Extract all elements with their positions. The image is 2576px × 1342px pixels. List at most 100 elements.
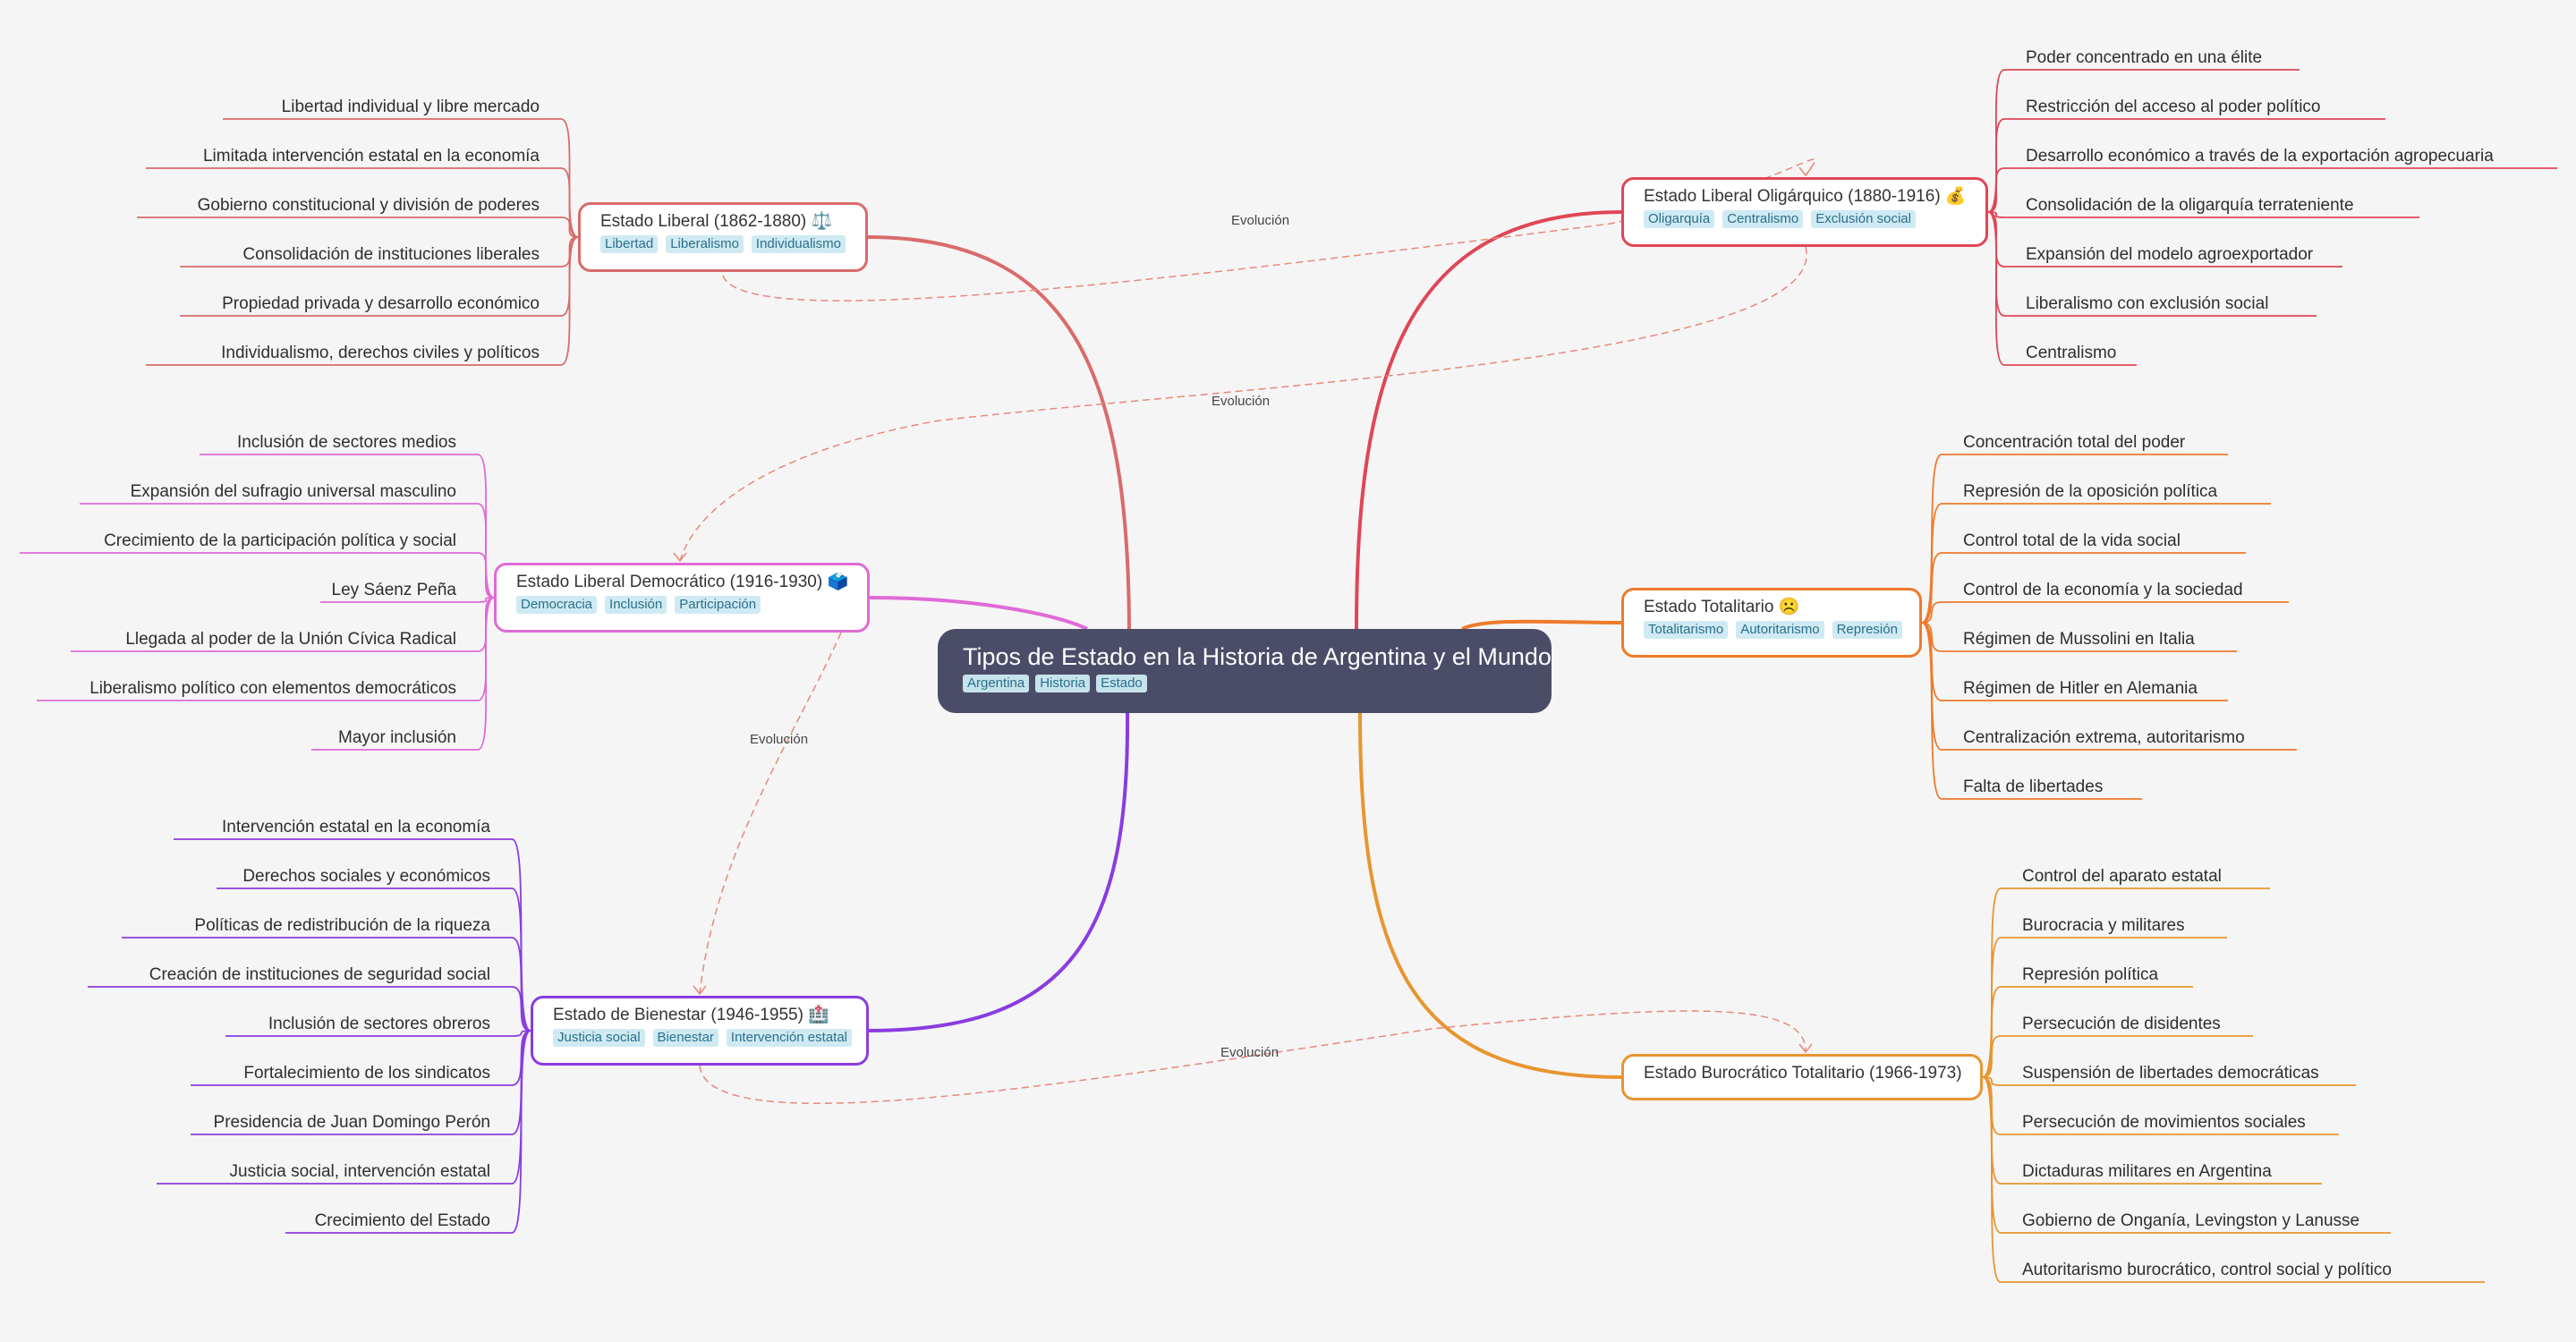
leaf-oligarquico[interactable]: Liberalismo con exclusión social — [2026, 294, 2269, 313]
leaf-liberal[interactable]: Individualismo, derechos civiles y polít… — [221, 344, 540, 362]
leaf-totalitario[interactable]: Falta de libertades — [1963, 777, 2104, 796]
leaf-burocratico[interactable]: Control del aparato estatal — [2022, 867, 2222, 886]
leaf-liberal[interactable]: Consolidación de instituciones liberales — [242, 245, 540, 264]
leaf-liberal[interactable]: Propiedad privada y desarrollo económico — [222, 294, 540, 313]
leaf-totalitario[interactable]: Concentración total del poder — [1963, 433, 2186, 452]
leaf-democratico[interactable]: Ley Sáenz Peña — [331, 581, 456, 599]
leaf-burocratico[interactable]: Persecución de movimientos sociales — [2022, 1113, 2306, 1132]
topic-title: Estado Liberal Democrático (1916-1930) 🗳… — [516, 573, 849, 591]
leaf-line — [1921, 552, 2246, 624]
topic-democratico[interactable]: Estado Liberal Democrático (1916-1930) 🗳… — [494, 563, 870, 633]
leaf-liberal[interactable]: Libertad individual y libre mercado — [281, 98, 540, 116]
leaf-bienestar[interactable]: Justicia social, intervención estatal — [229, 1162, 490, 1181]
topic-tag: Oligarquía — [1644, 210, 1715, 228]
leaf-bienestar[interactable]: Fortalecimiento de los sindicatos — [243, 1064, 490, 1083]
root-tag: Estado — [1096, 675, 1147, 692]
relationship-arrowhead — [1798, 1043, 1813, 1054]
leaf-democratico[interactable]: Inclusión de sectores medios — [236, 433, 456, 452]
leaf-liberal[interactable]: Gobierno constitucional y división de po… — [197, 196, 540, 215]
leaf-oligarquico[interactable]: Poder concentrado en una élite — [2026, 48, 2263, 67]
leaf-totalitario[interactable]: Régimen de Hitler en Alemania — [1963, 679, 2198, 698]
leaf-line — [1987, 211, 2137, 366]
leaf-line — [1982, 986, 2193, 1078]
branch-line — [1461, 619, 1622, 631]
leaf-bienestar[interactable]: Creación de instituciones de seguridad s… — [149, 965, 490, 984]
leaf-line — [1982, 1076, 2485, 1283]
leaf-bienestar[interactable]: Crecimiento del Estado — [314, 1211, 490, 1230]
leaf-democratico[interactable]: Liberalismo político con elementos democ… — [89, 679, 456, 698]
branch-line — [1358, 712, 1622, 1079]
leaf-democratico[interactable]: Crecimiento de la participación política… — [104, 531, 456, 550]
root-tag: Historia — [1035, 675, 1091, 692]
relationship-label[interactable]: Evolución — [750, 732, 809, 747]
leaf-oligarquico[interactable]: Restricción del acceso al poder político — [2026, 98, 2321, 116]
leaf-line — [1921, 601, 2289, 624]
topic-tag: Represión — [1832, 621, 1902, 639]
leaf-line — [137, 217, 579, 238]
leaf-line — [1987, 69, 2300, 213]
leaf-totalitario[interactable]: Régimen de Mussolini en Italia — [1963, 630, 2195, 649]
leaf-totalitario[interactable]: Represión de la oposición política — [1963, 482, 2218, 501]
topic-oligarquico[interactable]: Estado Liberal Oligárquico (1880-1916) 💰… — [1621, 177, 1988, 247]
topic-tag: Intervención estatal — [726, 1029, 852, 1047]
leaf-oligarquico[interactable]: Desarrollo económico a través de la expo… — [2026, 147, 2494, 166]
topic-tag: Participación — [675, 596, 761, 614]
leaf-line — [1987, 211, 2419, 218]
topic-tag: Totalitarismo — [1644, 621, 1729, 639]
topic-tag: Individualismo — [751, 235, 846, 253]
leaf-oligarquico[interactable]: Consolidación de la oligarquía terrateni… — [2026, 196, 2354, 215]
leaf-burocratico[interactable]: Represión política — [2022, 965, 2159, 984]
leaf-bienestar[interactable]: Intervención estatal en la economía — [222, 818, 490, 837]
leaf-democratico[interactable]: Mayor inclusión — [338, 728, 456, 747]
leaf-bienestar[interactable]: Inclusión de sectores obreros — [268, 1015, 490, 1033]
leaf-totalitario[interactable]: Control total de la vida social — [1963, 531, 2181, 550]
leaf-burocratico[interactable]: Persecución de disidentes — [2022, 1015, 2221, 1033]
relationship-label[interactable]: Evolución — [1211, 394, 1271, 409]
leaf-line — [157, 1030, 531, 1185]
leaf-line — [200, 454, 495, 599]
branch-line — [869, 596, 1088, 631]
topic-bienestar[interactable]: Estado de Bienestar (1946-1955) 🏥Justici… — [531, 996, 869, 1066]
leaf-line — [1982, 1035, 2253, 1078]
leaf-line — [217, 888, 531, 1032]
leaf-bienestar[interactable]: Presidencia de Juan Domingo Perón — [213, 1113, 490, 1132]
leaf-bienestar[interactable]: Derechos sociales y económicos — [242, 867, 490, 886]
leaf-line — [1982, 937, 2227, 1078]
leaf-liberal[interactable]: Limitada intervención estatal en la econ… — [202, 147, 540, 166]
leaf-line — [88, 986, 531, 1032]
root-topic[interactable]: Tipos de Estado en la Historia de Argent… — [938, 629, 1552, 713]
root-tag: Argentina — [963, 675, 1030, 692]
leaf-burocratico[interactable]: Suspensión de libertades democráticas — [2022, 1064, 2319, 1083]
topic-title: Estado Totalitario ☹️ — [1644, 598, 1800, 616]
leaf-democratico[interactable]: Llegada al poder de la Unión Cívica Radi… — [125, 630, 456, 649]
relationship-label[interactable]: Evolución — [1220, 1045, 1279, 1060]
leaf-oligarquico[interactable]: Centralismo — [2026, 344, 2117, 362]
leaf-line — [1921, 454, 2228, 624]
root-title: Tipos de Estado en la Historia de Argent… — [963, 643, 1552, 670]
leaf-totalitario[interactable]: Centralización extrema, autoritarismo — [1963, 728, 2245, 747]
leaf-burocratico[interactable]: Gobierno de Onganía, Levingston y Lanuss… — [2022, 1211, 2360, 1230]
leaf-line — [1987, 118, 2385, 213]
topic-tag: Centralismo — [1722, 210, 1804, 228]
topic-burocratico[interactable]: Estado Burocrático Totalitario (1966-197… — [1621, 1054, 1983, 1100]
leaf-burocratico[interactable]: Dictaduras militares en Argentina — [2022, 1162, 2272, 1181]
leaf-democratico[interactable]: Expansión del sufragio universal masculi… — [130, 482, 456, 501]
relationship-label[interactable]: Evolución — [1231, 213, 1290, 228]
leaf-burocratico[interactable]: Autoritarismo burocrático, control socia… — [2022, 1261, 2392, 1279]
topic-tags: Libertad Liberalismo Individualismo — [600, 235, 865, 253]
topic-tag: Libertad — [600, 235, 659, 253]
leaf-totalitario[interactable]: Control de la economía y la sociedad — [1963, 581, 2243, 599]
topic-tag: Liberalismo — [666, 235, 744, 253]
leaf-line — [146, 236, 579, 366]
leaf-burocratico[interactable]: Burocracia y militares — [2022, 916, 2185, 935]
relationship-arrowhead — [673, 552, 687, 563]
leaf-bienestar[interactable]: Políticas de redistribución de la riquez… — [194, 916, 490, 935]
leaf-oligarquico[interactable]: Expansión del modelo agroexportador — [2026, 245, 2314, 264]
topic-tag: Democracia — [516, 596, 598, 614]
topic-tag: Bienestar — [652, 1029, 718, 1047]
